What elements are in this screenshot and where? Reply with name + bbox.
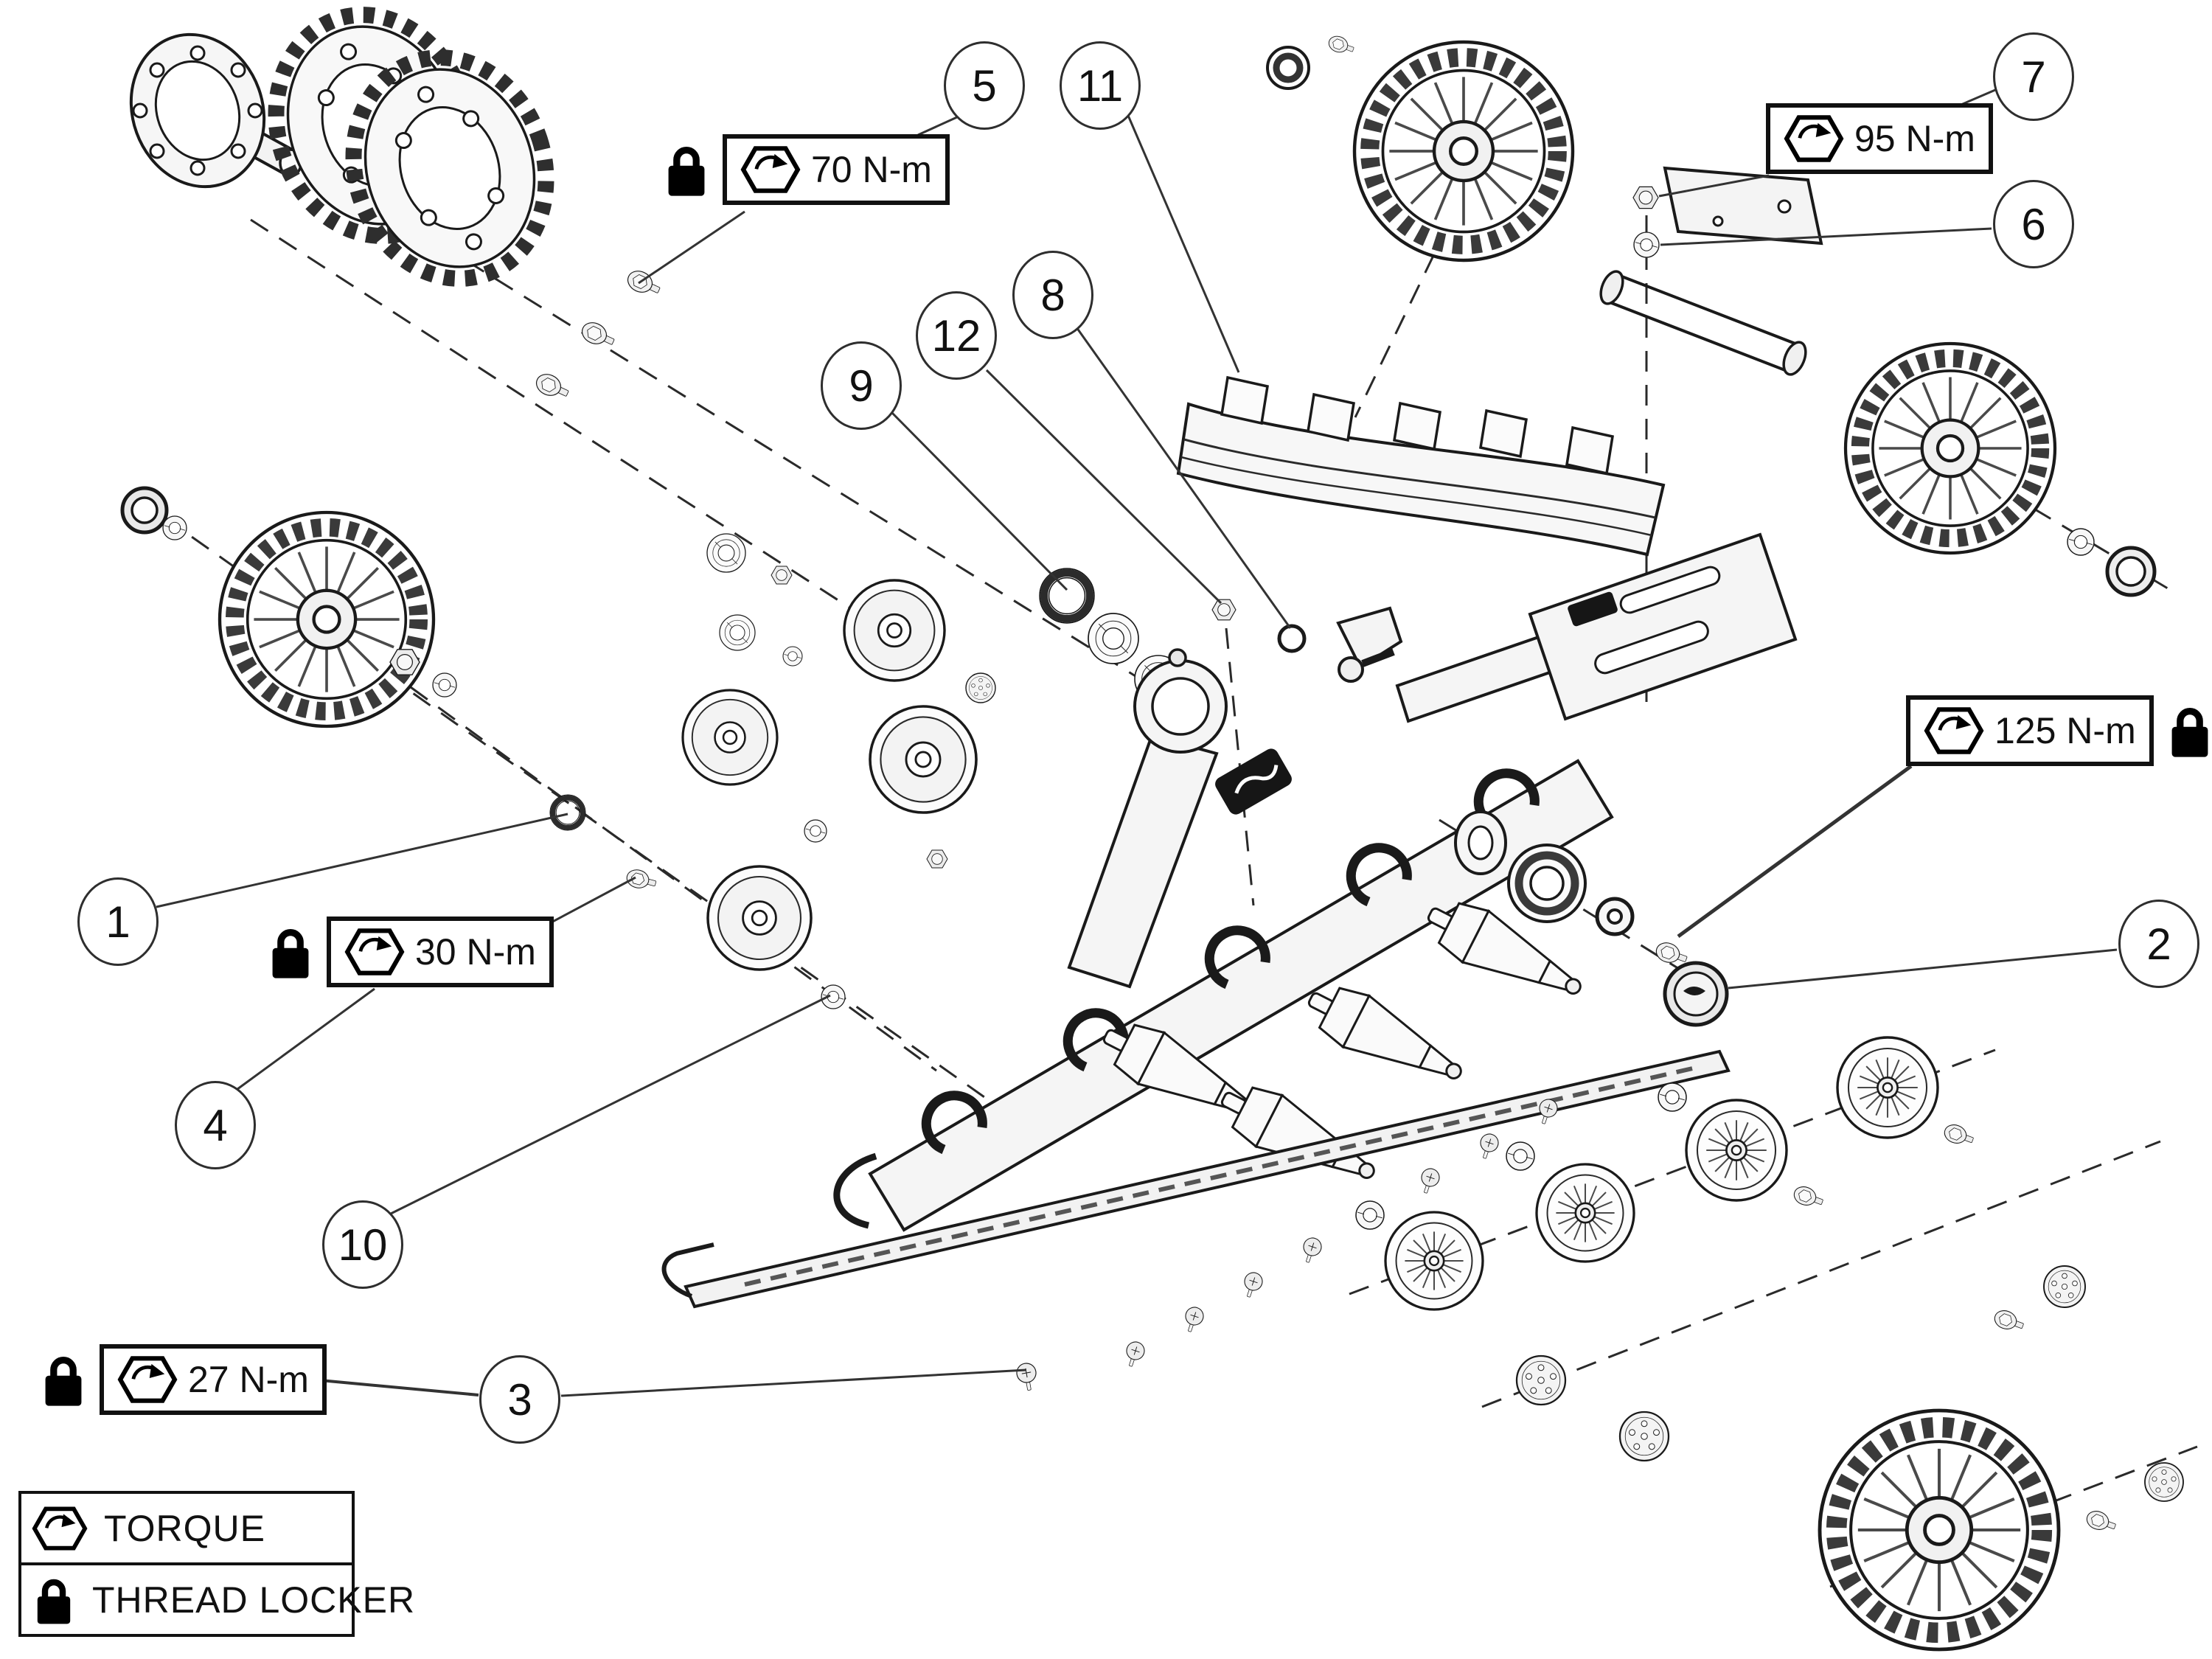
callout-8-number: 8 — [1040, 270, 1065, 320]
torque-icon — [344, 924, 405, 980]
torque-value: 70 N-m — [811, 149, 932, 190]
shaft-seals-and-bearings — [1040, 568, 1403, 703]
legend-row-torque: TORQUE — [21, 1494, 352, 1562]
torque-value: 27 N-m — [188, 1359, 309, 1400]
callout-2: 2 — [2118, 900, 2199, 988]
callout-11-number: 11 — [1077, 60, 1124, 111]
torque-label-30: 30 N-m — [266, 917, 554, 987]
legend-row-thread-locker: THREAD LOCKER — [21, 1562, 414, 1634]
drive-sprocket-assembly — [129, 0, 574, 304]
torque-icon — [1924, 703, 1984, 759]
torque-value: 95 N-m — [1854, 118, 1975, 159]
torque-icon — [1784, 111, 1844, 167]
callout-7-number: 7 — [2021, 52, 2046, 102]
torque-icon — [117, 1352, 178, 1408]
callout-10-number: 10 — [338, 1220, 388, 1270]
idler-bearings — [706, 533, 803, 667]
torque-label-125: 125 N-m — [1906, 695, 2212, 766]
thread-locker-icon — [662, 140, 711, 199]
callout-4-number: 4 — [203, 1100, 228, 1150]
callout-4: 4 — [175, 1081, 256, 1169]
leader-lines — [156, 88, 2118, 1397]
callout-3-number: 3 — [507, 1374, 532, 1425]
callout-6: 6 — [1993, 180, 2074, 268]
callout-1: 1 — [77, 877, 159, 966]
thread-locker-icon — [32, 1573, 76, 1627]
thread-locker-icon — [39, 1350, 88, 1409]
slide-rail — [661, 1049, 1731, 1309]
torque-spec-box: 95 N-m — [1766, 103, 1993, 174]
thread-locker-icon — [266, 922, 315, 981]
pivot-shaft-bracket — [1599, 166, 1823, 376]
callout-5: 5 — [944, 41, 1025, 130]
callout-9-number: 9 — [849, 361, 874, 411]
callout-11: 11 — [1060, 41, 1141, 130]
callout-7: 7 — [1993, 32, 2074, 121]
torque-icon — [740, 142, 801, 198]
torque-spec-box: 125 N-m — [1906, 695, 2154, 766]
torque-value: 30 N-m — [415, 931, 536, 973]
callout-9: 9 — [821, 341, 902, 430]
callout-1-number: 1 — [105, 897, 131, 947]
legend-torque-label: TORQUE — [104, 1507, 265, 1549]
torque-label-70: 70 N-m — [662, 134, 950, 205]
callout-10: 10 — [322, 1200, 403, 1289]
track-segment — [1176, 375, 1666, 557]
upper-rear-wheel — [1266, 34, 1573, 260]
legend-thread-locker-label: THREAD LOCKER — [92, 1579, 416, 1621]
legend: TORQUE THREAD LOCKER — [18, 1491, 414, 1637]
front-idler-wheel — [120, 486, 585, 830]
right-idler-wheel — [1846, 344, 2157, 597]
torque-label-95: 95 N-m — [1766, 103, 1993, 174]
rear-wheel-cluster — [1355, 1036, 2184, 1649]
sprocket-bolts — [532, 266, 664, 403]
torque-icon — [32, 1503, 88, 1554]
rear-axle-hardware — [1454, 810, 1729, 1027]
torque-spec-box: 70 N-m — [723, 134, 950, 205]
torque-value: 125 N-m — [1994, 710, 2136, 751]
thread-locker-icon — [2166, 701, 2212, 760]
callout-2-number: 2 — [2146, 919, 2171, 969]
torque-spec-box: 27 N-m — [100, 1344, 327, 1415]
suspension-rail-arm — [833, 532, 1798, 1232]
torque-label-27: 27 N-m — [39, 1344, 327, 1415]
callout-5-number: 5 — [972, 60, 997, 111]
callout-8: 8 — [1012, 251, 1093, 339]
callout-12: 12 — [916, 291, 997, 380]
callout-12-number: 12 — [931, 310, 981, 361]
callout-3: 3 — [479, 1355, 560, 1444]
torque-spec-box: 30 N-m — [327, 917, 554, 987]
callout-6-number: 6 — [2021, 199, 2046, 249]
